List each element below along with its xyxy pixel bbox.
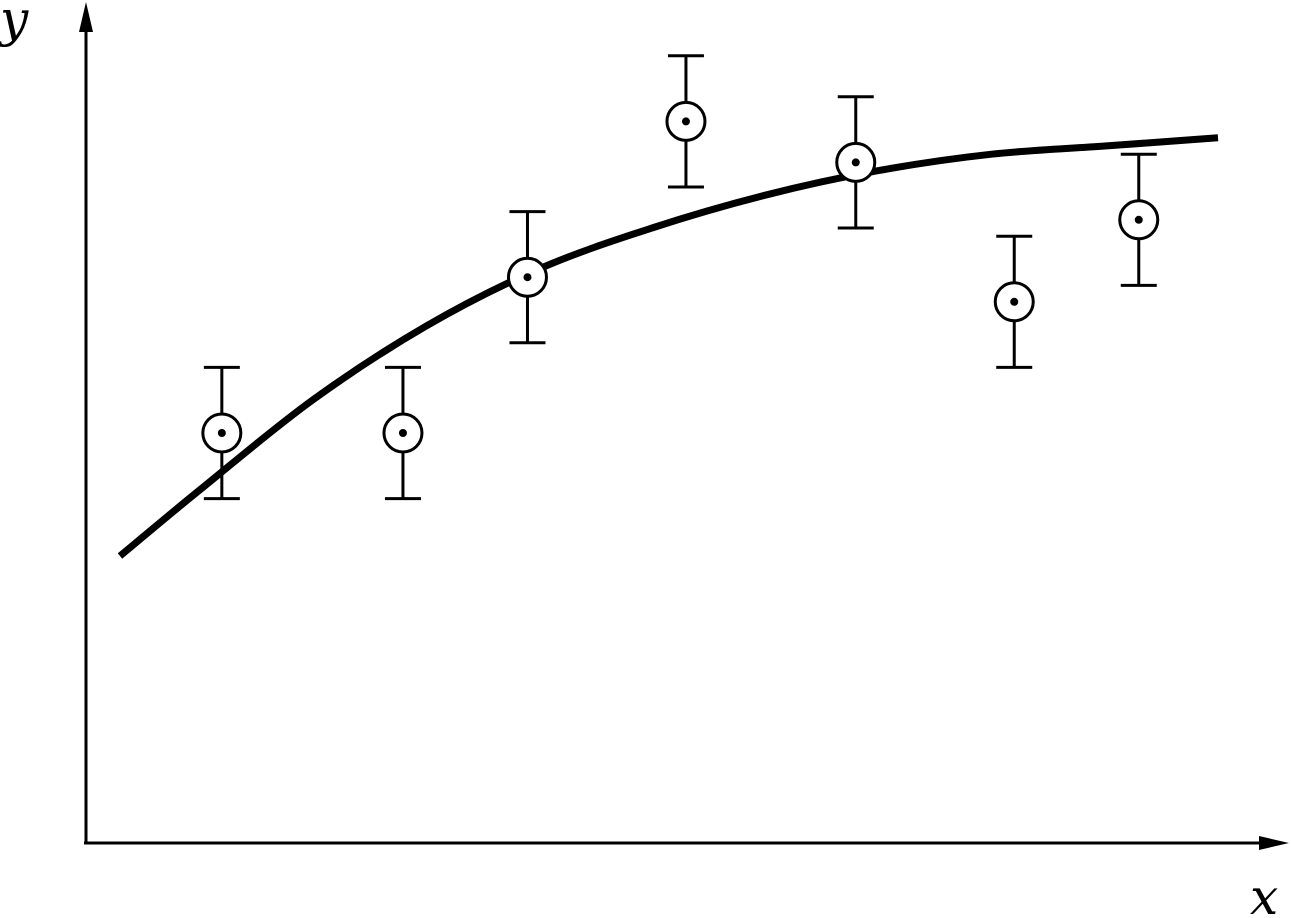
data-points — [201, 54, 1160, 501]
x-axis — [84, 836, 1289, 850]
marker-dot — [681, 117, 690, 126]
marker-dot — [217, 429, 226, 437]
marker-dot — [523, 273, 532, 282]
y-axis — [79, 2, 93, 843]
marker-dot — [1134, 215, 1143, 224]
marker-dot — [1010, 297, 1019, 306]
y-axis-label: y — [0, 0, 29, 48]
data-point-3 — [506, 210, 548, 345]
x-axis-label: x — [1250, 868, 1278, 918]
data-point-7 — [1118, 152, 1160, 287]
x-axis-arrowhead — [1259, 836, 1289, 850]
data-point-4 — [665, 54, 707, 189]
data-point-1 — [201, 365, 243, 501]
marker-dot — [398, 429, 407, 437]
data-point-6 — [993, 234, 1035, 369]
marker-dot — [851, 158, 860, 167]
fit-curve — [117, 134, 1219, 559]
y-axis-arrowhead — [79, 2, 93, 32]
data-point-5 — [835, 95, 877, 230]
data-point-2 — [382, 365, 424, 501]
